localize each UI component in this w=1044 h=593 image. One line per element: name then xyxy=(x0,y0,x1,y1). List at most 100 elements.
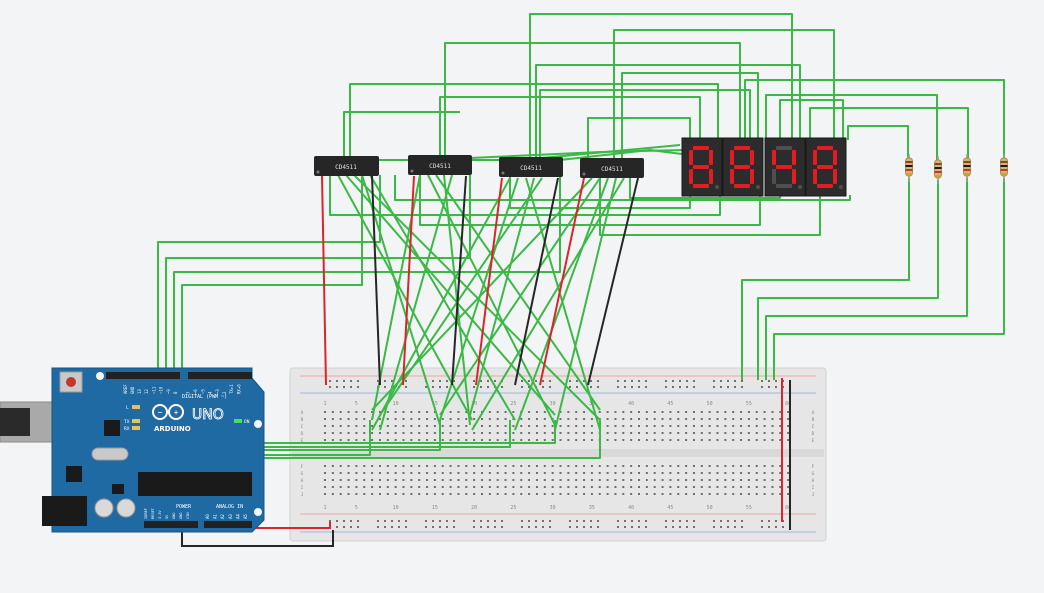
wire-black xyxy=(587,177,639,386)
segment-e xyxy=(689,169,693,184)
wire xyxy=(343,111,460,158)
svg-text:−: − xyxy=(158,408,163,417)
wire-black xyxy=(451,175,467,386)
wire-red xyxy=(539,177,585,386)
seven-segment-display-3[interactable] xyxy=(764,137,806,197)
column-number: 1 xyxy=(323,401,326,407)
capacitor xyxy=(94,498,114,518)
crystal xyxy=(91,447,129,461)
column-number: 1 xyxy=(323,505,326,511)
wire xyxy=(471,177,625,431)
wire xyxy=(514,177,609,431)
segment-a xyxy=(776,146,792,150)
resistor-2[interactable] xyxy=(934,156,942,184)
wire xyxy=(379,177,543,416)
column-number: 30 xyxy=(550,505,556,511)
wire xyxy=(741,178,910,380)
wire xyxy=(847,125,909,158)
column-number: 5 xyxy=(355,505,358,511)
wire xyxy=(371,177,511,431)
pin-label: 3.3V xyxy=(158,510,162,519)
ic-chips: CD4511 CD4511 CD4511 CD4511 xyxy=(314,155,644,178)
row-letter: J xyxy=(812,492,815,498)
digital-header-1 xyxy=(106,372,180,379)
wire xyxy=(535,64,801,160)
column-number: 10 xyxy=(393,505,399,511)
pin-label: A3 xyxy=(228,514,233,519)
resistor-1[interactable] xyxy=(905,154,913,182)
seven-segment-display-2[interactable] xyxy=(722,137,764,197)
arduino-logo: − + xyxy=(152,404,184,420)
wire xyxy=(469,177,535,416)
resistor-3[interactable] xyxy=(963,154,971,182)
row-letter: C xyxy=(812,424,815,430)
segment-g xyxy=(693,165,709,169)
ic-cd4511-3[interactable]: CD4511 xyxy=(499,157,563,177)
arduino-text: ARDUINO xyxy=(154,425,191,433)
resistor-4[interactable] xyxy=(1000,154,1008,182)
segment-c xyxy=(709,169,713,184)
segment-f xyxy=(813,150,817,165)
segment-g xyxy=(776,165,792,169)
tx-led xyxy=(132,419,140,423)
row-letter: A xyxy=(812,410,815,416)
row-letter: F xyxy=(301,464,304,470)
power-jack xyxy=(42,496,87,526)
seven-segment-display-4[interactable] xyxy=(805,137,847,197)
wire xyxy=(369,174,516,421)
l-led xyxy=(132,405,140,409)
row-letter: D xyxy=(812,431,815,437)
wire xyxy=(337,174,473,421)
wire xyxy=(587,117,691,160)
rx-led xyxy=(132,426,140,430)
wire-red xyxy=(475,177,503,386)
wire xyxy=(529,13,793,160)
segment-a xyxy=(693,146,709,150)
pin-label: A4 xyxy=(235,514,240,519)
pin-label: 13 xyxy=(137,389,142,394)
pin-label: 5V xyxy=(165,514,169,519)
pin-label: ~10 xyxy=(159,386,164,394)
seven-segment-display-1[interactable] xyxy=(681,137,723,197)
pin-label: ~11 xyxy=(151,386,156,394)
digital-label: DIGITAL (PWM ~) xyxy=(182,394,227,400)
segment-g xyxy=(817,165,833,169)
pin-label: ~6 xyxy=(193,389,198,394)
column-number: 10 xyxy=(393,401,399,407)
segment-d xyxy=(734,184,750,188)
row-letter: F xyxy=(812,464,815,470)
column-number: 20 xyxy=(471,505,477,511)
column-number: 40 xyxy=(628,505,634,511)
wire xyxy=(744,79,1005,158)
segment-a xyxy=(817,146,833,150)
svg-text:+: + xyxy=(174,408,179,417)
row-letter: H xyxy=(812,478,815,484)
ic-label: CD4511 xyxy=(335,164,357,171)
arduino-uno[interactable]: − + ARDUINO UNO DIGITAL (PWM ~) ANALOG I… xyxy=(0,367,265,533)
column-number: 55 xyxy=(746,401,752,407)
row-letter: D xyxy=(301,431,304,437)
wire xyxy=(165,175,471,378)
pin-label: A1 xyxy=(213,514,218,519)
analog-label: ANALOG IN xyxy=(216,504,243,510)
tx-label: TX xyxy=(124,419,130,425)
row-letter: C xyxy=(301,424,304,430)
segment-c xyxy=(750,169,754,184)
ic-cd4511-4[interactable]: CD4511 xyxy=(580,158,644,178)
segment-dp xyxy=(756,185,760,189)
ic-cd4511-2[interactable]: CD4511 xyxy=(408,155,472,175)
on-label: ON xyxy=(244,419,250,425)
pin-label: A0 xyxy=(205,514,210,519)
segment-b xyxy=(709,150,713,165)
segment-dp xyxy=(839,185,843,189)
smd-chip xyxy=(112,484,124,494)
ic-cd4511-1[interactable]: CD4511 xyxy=(314,156,379,176)
column-number: 15 xyxy=(432,505,438,511)
wire-red xyxy=(402,175,415,386)
pin-label: 8 xyxy=(173,391,178,394)
ic-label: CD4511 xyxy=(429,163,451,170)
pin-label: IOREF xyxy=(144,508,148,519)
wire xyxy=(361,174,441,426)
